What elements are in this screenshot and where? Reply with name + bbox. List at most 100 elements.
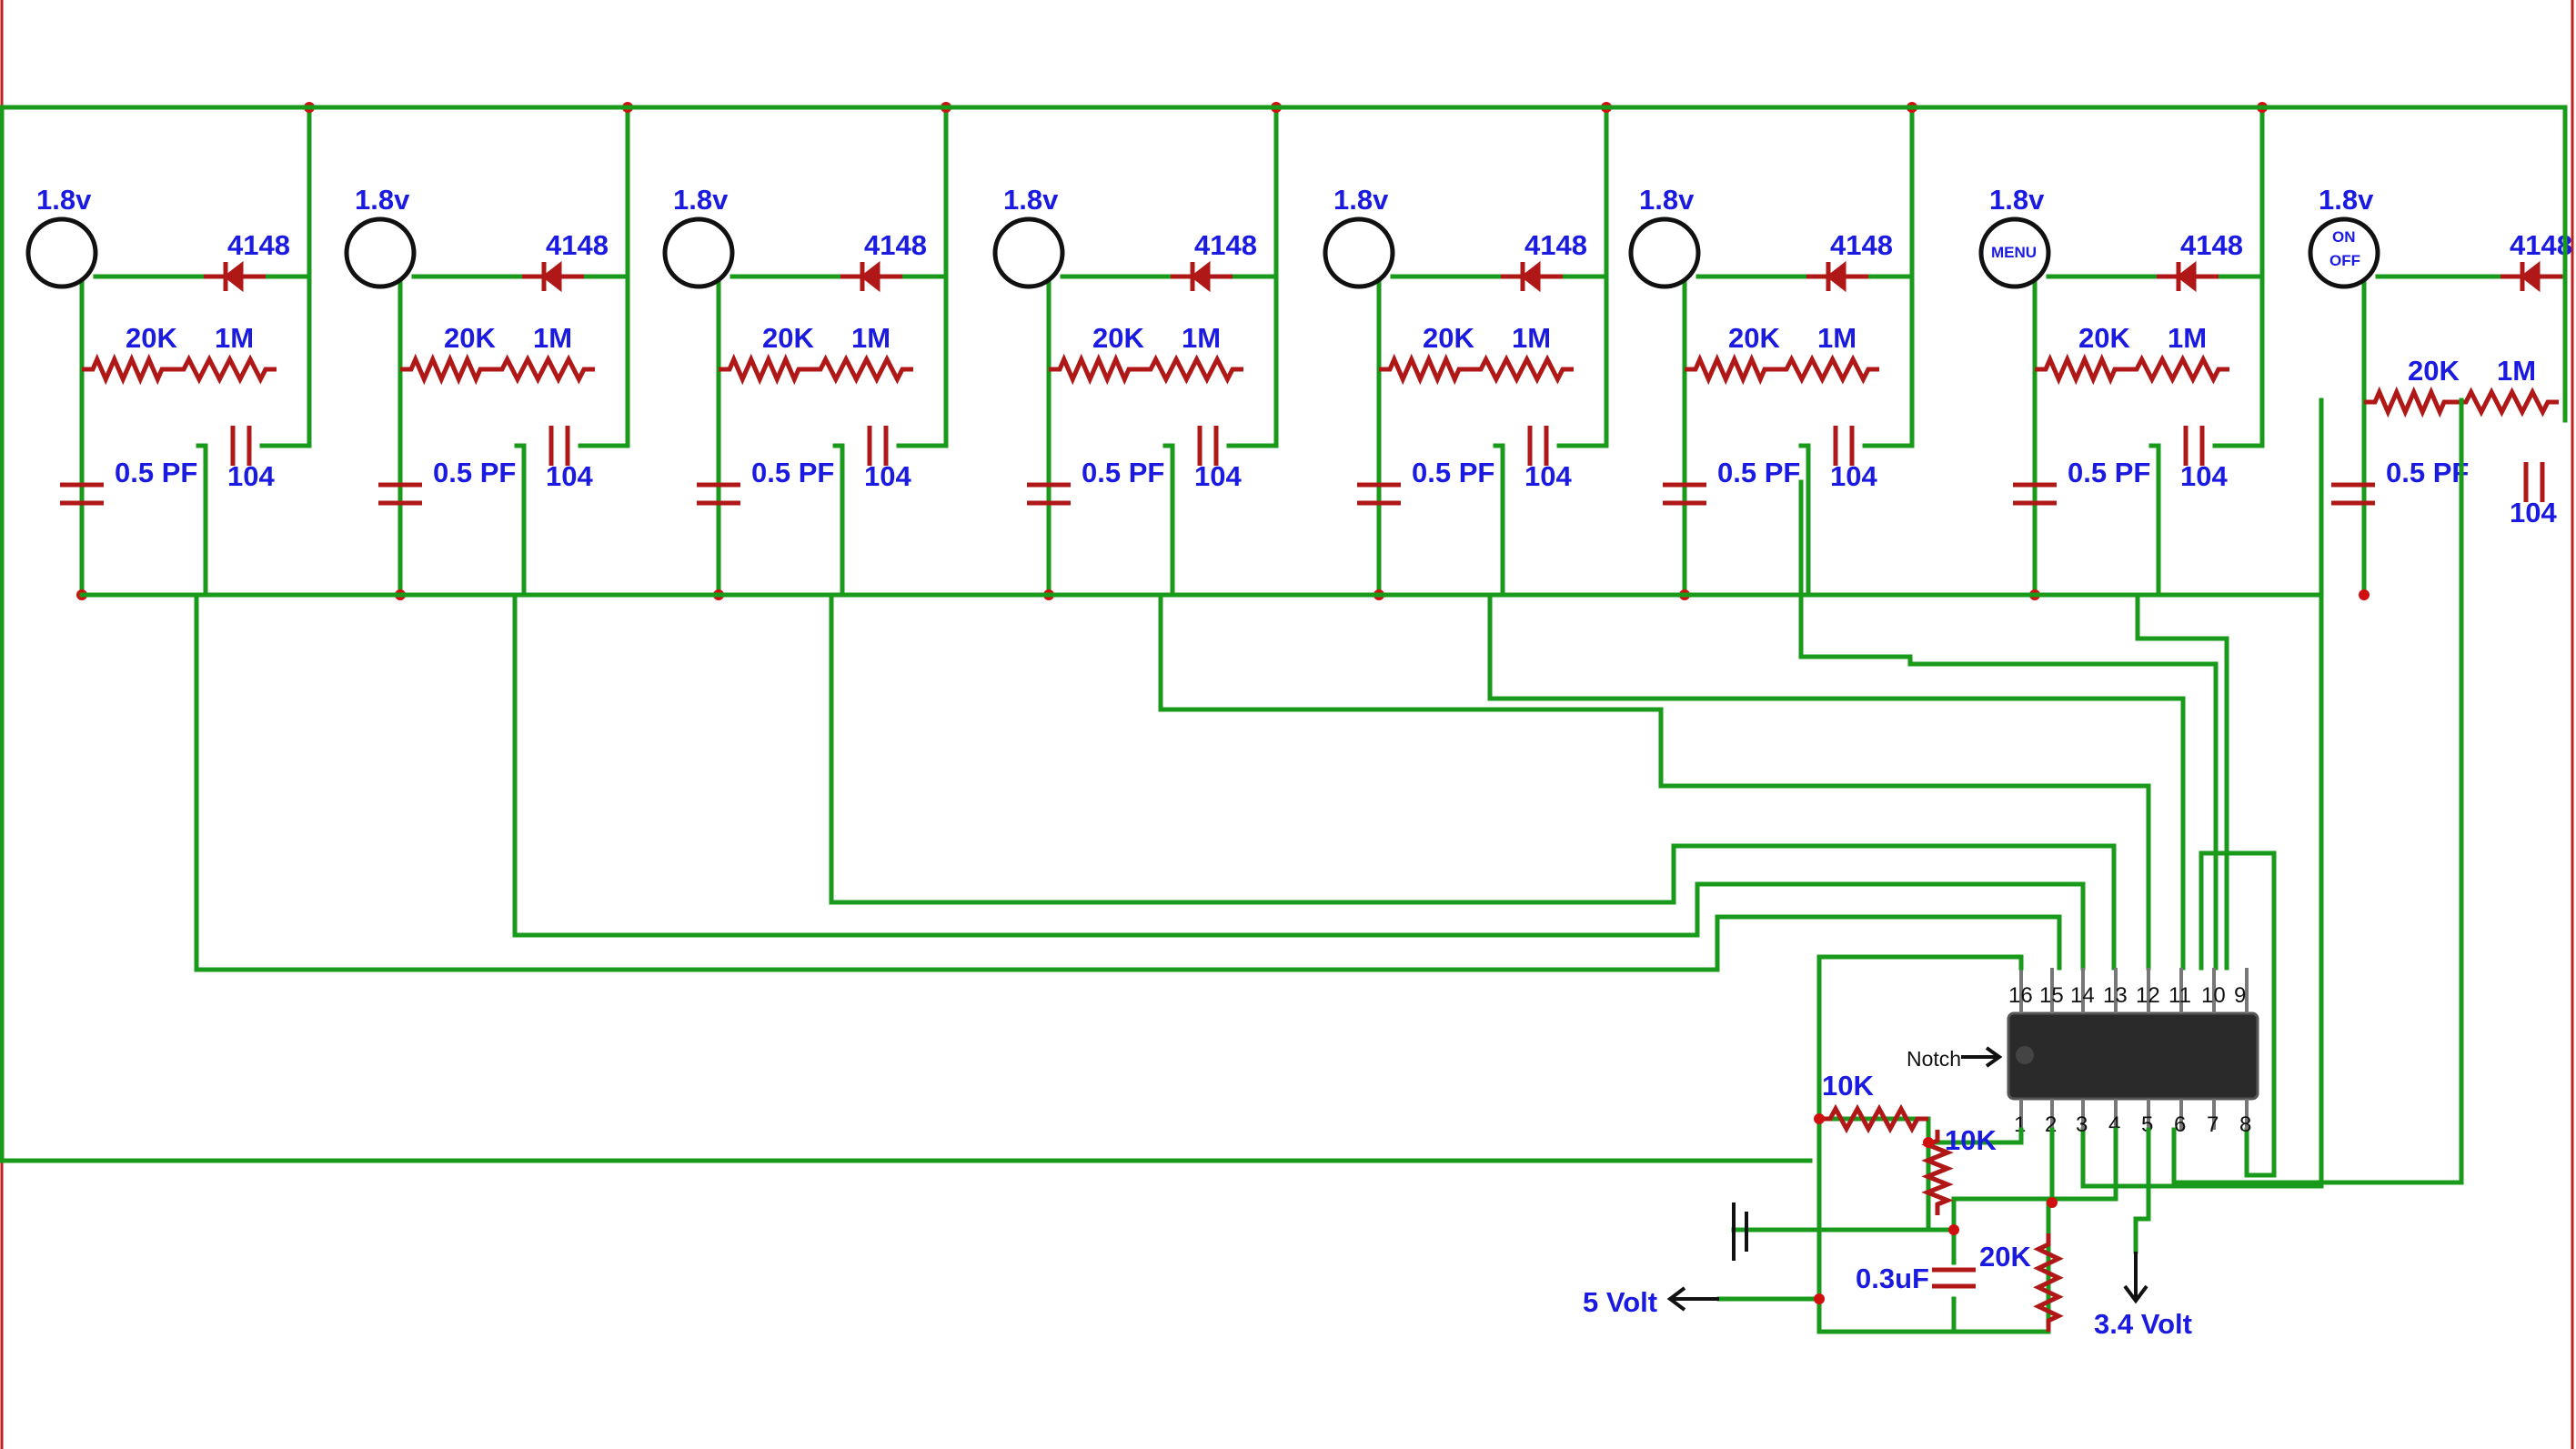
- pad-voltage-label: 1.8v: [673, 184, 729, 216]
- diode-label: 4148: [864, 229, 927, 261]
- touch-pad-icon[interactable]: [2308, 216, 2380, 289]
- feedback-resistor-icon: [1776, 354, 1879, 385]
- pad-voltage-label: 1.8v: [1989, 184, 2045, 216]
- feedback-capacitor-label: 104: [546, 460, 593, 492]
- diode-label: 4148: [1194, 229, 1257, 261]
- diode-label: 4148: [2510, 229, 2572, 261]
- cap-label: 0.3uF: [1856, 1263, 1929, 1294]
- junction-dot: [1923, 1137, 1934, 1148]
- pad-caption: MENU: [1991, 244, 2037, 261]
- feedback-cap-wire: [1226, 274, 1279, 448]
- sense-resistor-label: 20K: [1092, 322, 1144, 354]
- sense-resistor-label: 20K: [762, 322, 814, 354]
- junction-dot: [1814, 1293, 1825, 1304]
- pad-capacitor-icon: [1027, 482, 1071, 506]
- ic-route-wire: [194, 592, 2062, 972]
- pad-capacitor-icon: [1357, 482, 1401, 506]
- cap-return-wire: [514, 443, 527, 598]
- feedback-capacitor-icon: [1833, 426, 1855, 466]
- feedback-cap-wire: [259, 274, 312, 448]
- pad-capacitor-icon: [2331, 482, 2375, 506]
- sense-resistor-icon: [2364, 386, 2455, 418]
- output-arrow-icon: [2123, 1252, 2148, 1304]
- pad-voltage-label: 1.8v: [355, 184, 410, 216]
- feedback-resistor-icon: [491, 354, 595, 385]
- feedback-capacitor-label: 104: [1830, 460, 1877, 492]
- feedback-cap-wire: [1862, 274, 1915, 448]
- sense-resistor-icon: [1049, 353, 1140, 386]
- touch-pad-icon[interactable]: [344, 216, 417, 289]
- pad-capacitor-label: 0.5 PF: [751, 457, 834, 488]
- touch-pad-icon[interactable]: [1628, 216, 1701, 289]
- sense-resistor-label: 20K: [2408, 355, 2460, 387]
- cap-return-wire: [1493, 443, 1505, 598]
- notch-label: Notch: [1907, 1047, 1961, 1071]
- ic-notch-icon: [2016, 1046, 2034, 1064]
- feedback-capacitor-icon: [1527, 426, 1549, 466]
- ic-pin-label-top: 11: [2168, 983, 2191, 1008]
- cap-return-wire: [2148, 443, 2161, 598]
- pad-voltage-label: 1.8v: [2319, 184, 2374, 216]
- sense-resistor-icon: [1379, 353, 1470, 386]
- feedback-resistor-label: 1M: [2168, 322, 2207, 354]
- feedback-capacitor-icon: [867, 426, 889, 466]
- ic-routing-wires: [194, 397, 2464, 1189]
- feedback-capacitor-label: 104: [2180, 460, 2228, 492]
- pad-voltage-label: 1.8v: [1333, 184, 1389, 216]
- feedback-capacitor-icon: [2523, 462, 2545, 502]
- cap-return-wire: [1798, 443, 1811, 598]
- pad-capacitor-icon: [2013, 482, 2057, 506]
- feedback-resistor-icon: [2455, 387, 2559, 418]
- feedback-capacitor-label: 104: [864, 460, 911, 492]
- touch-pad-icon[interactable]: [662, 216, 735, 289]
- feedback-cap-wire: [2212, 274, 2265, 448]
- ic-body: [2007, 1011, 2259, 1101]
- pad-capacitor-label: 0.5 PF: [115, 457, 197, 488]
- feedback-capacitor-label: 104: [2510, 497, 2557, 528]
- ic-pin-label-top: 12: [2136, 983, 2160, 1008]
- feedback-resistor-label: 1M: [1182, 322, 1221, 354]
- r3-label: 20K: [1979, 1241, 2031, 1273]
- supply-label: 5 Volt: [1583, 1286, 1657, 1318]
- pad-caption-2: OFF: [2329, 252, 2360, 269]
- feedback-resistor-label: 1M: [533, 322, 572, 354]
- sense-resistor-icon: [2035, 353, 2126, 386]
- feedback-resistor-icon: [1140, 354, 1243, 385]
- touch-pad-icon[interactable]: [992, 216, 1065, 289]
- ic-route-wire: [829, 592, 2117, 971]
- pad-caption: ON: [2332, 228, 2356, 246]
- touch-pad-icon[interactable]: [25, 216, 98, 289]
- ic-pin-label-top: 14: [2070, 983, 2095, 1008]
- r1-label: 10K: [1822, 1070, 1874, 1102]
- cap-return-wire: [832, 443, 845, 598]
- touch-pad-icon[interactable]: [1323, 216, 1395, 289]
- ic-route-wire: [1158, 592, 2151, 971]
- ic-pin-label-bottom: 8: [2239, 1112, 2251, 1137]
- ic-pin-label-top: 10: [2201, 983, 2226, 1008]
- pad-capacitor-label: 0.5 PF: [2386, 457, 2469, 488]
- pad-capacitor-label: 0.5 PF: [433, 457, 516, 488]
- diode-label: 4148: [1524, 229, 1587, 261]
- feedback-resistor-label: 1M: [2497, 355, 2536, 387]
- feedback-resistor-label: 1M: [851, 322, 891, 354]
- pin4-wire: [1951, 1127, 2118, 1231]
- pad-voltage-label: 1.8v: [1003, 184, 1059, 216]
- supply-arrow-icon: [1666, 1286, 1719, 1312]
- junction-dot: [1948, 1224, 1959, 1235]
- feedback-cap-wire: [1556, 274, 1609, 448]
- ic-route-wire: [2135, 592, 2229, 971]
- output-wire: [2133, 1127, 2151, 1254]
- diode-label: 4148: [546, 229, 609, 261]
- pad-capacitor-label: 0.5 PF: [2068, 457, 2150, 488]
- feedback-resistor-label: 1M: [1817, 322, 1857, 354]
- touch-channel: 1.8v 4148 20K 1M 0.5 PF 104: [662, 102, 951, 600]
- touch-pad-icon[interactable]: [1978, 216, 2051, 289]
- diode-label: 4148: [227, 229, 290, 261]
- sense-resistor-icon: [719, 353, 810, 386]
